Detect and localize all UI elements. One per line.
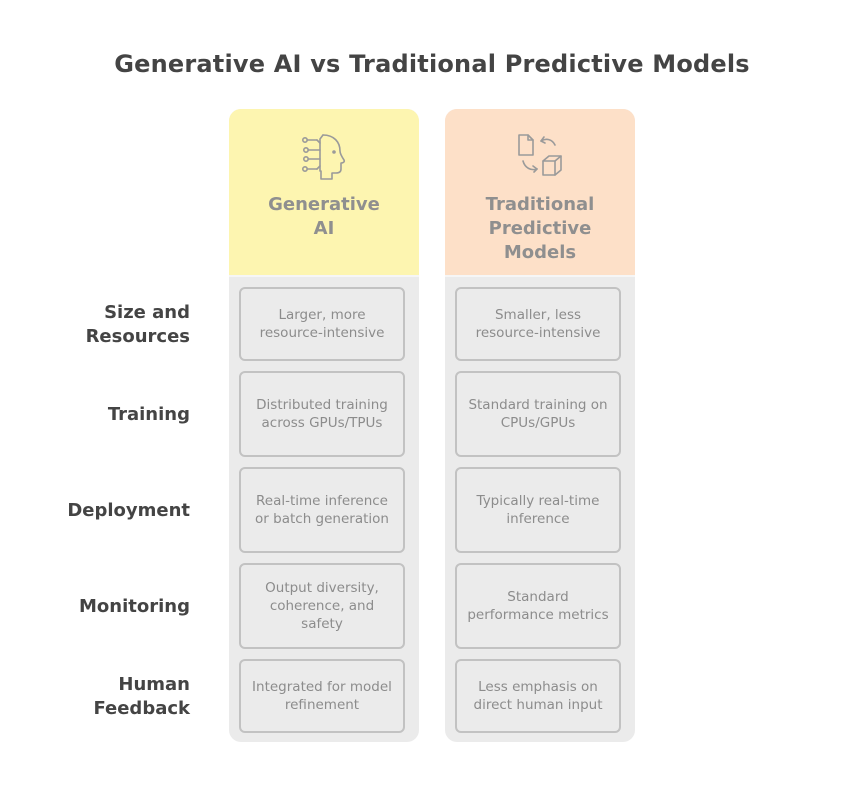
row-label-line: Deployment	[67, 500, 190, 521]
cell-traditional-deployment: Typically real-time inference	[455, 467, 621, 553]
cell-traditional-training: Standard training on CPUs/GPUs	[455, 371, 621, 457]
column-generative-ai: Generative AI Larger, more resource-inte…	[229, 109, 419, 742]
row-label-human-feedback: Human Feedback	[30, 673, 190, 721]
cell-generative-monitoring: Output diversity, coherence, and safety	[239, 563, 405, 649]
transform-document-cube-icon	[518, 134, 562, 176]
column-title-traditional-models: Traditional Predictive Models	[455, 193, 625, 265]
cell-generative-size: Larger, more resource-intensive	[239, 287, 405, 361]
header-divider	[229, 275, 419, 277]
cell-traditional-feedback: Less emphasis on direct human input	[455, 659, 621, 733]
row-label-line: Training	[107, 404, 190, 425]
row-label-deployment: Deployment	[30, 499, 190, 523]
row-label-size-resources: Size and Resources	[30, 301, 190, 349]
row-label-line: Monitoring	[79, 596, 190, 617]
column-title-line: Models	[503, 242, 577, 263]
column-title-line: Predictive	[488, 218, 592, 239]
row-label-monitoring: Monitoring	[30, 595, 190, 619]
cell-traditional-size: Smaller, less resource-intensive	[455, 287, 621, 361]
row-label-line: Resources	[85, 326, 190, 347]
column-header-traditional-models: Traditional Predictive Models	[445, 109, 635, 275]
row-label-line: Human	[118, 674, 190, 695]
cell-generative-training: Distributed training across GPUs/TPUs	[239, 371, 405, 457]
brain-head-icon	[301, 134, 346, 180]
cell-generative-feedback: Integrated for model refinement	[239, 659, 405, 733]
column-title-line: AI	[313, 218, 335, 239]
cell-traditional-monitoring: Standard performance metrics	[455, 563, 621, 649]
column-title-line: Generative	[268, 194, 380, 215]
header-divider	[445, 275, 635, 277]
column-header-generative-ai: Generative AI	[229, 109, 419, 275]
column-title-generative-ai: Generative AI	[239, 193, 409, 241]
column-title-line: Traditional	[485, 194, 595, 215]
column-traditional-models: Traditional Predictive Models Smaller, l…	[445, 109, 635, 742]
page-title: Generative AI vs Traditional Predictive …	[114, 50, 750, 78]
row-label-line: Feedback	[93, 698, 190, 719]
row-label-training: Training	[30, 403, 190, 427]
cell-generative-deployment: Real-time inference or batch generation	[239, 467, 405, 553]
row-label-line: Size and	[104, 302, 190, 323]
